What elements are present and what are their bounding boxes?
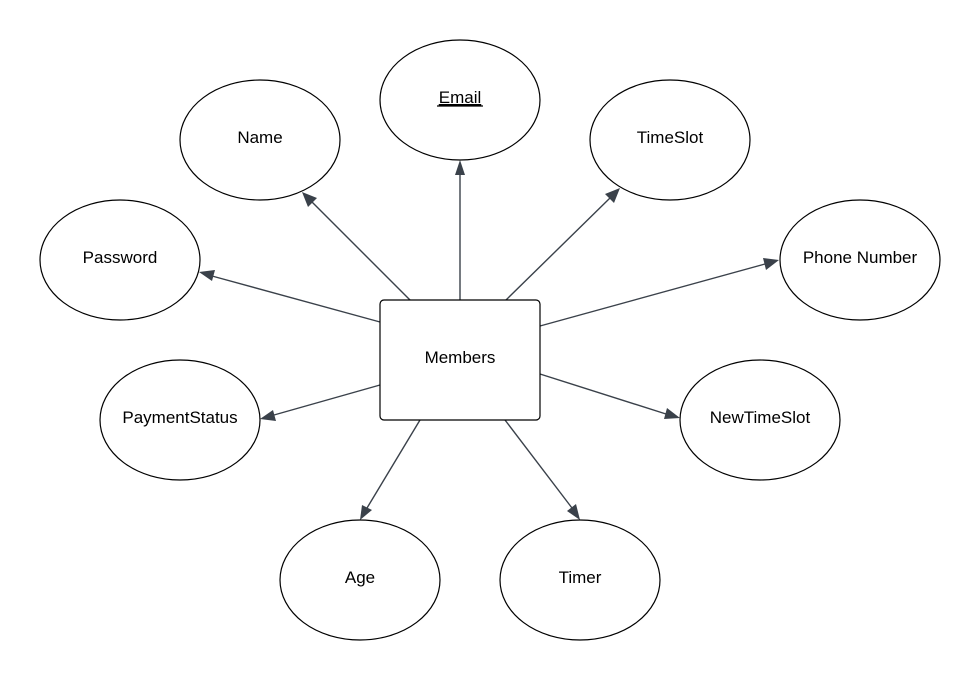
edge-members-age [360, 419, 421, 520]
edge-members-phone-number [539, 258, 779, 327]
attribute-name-label: Name [237, 128, 282, 147]
attribute-timer-label: Timer [559, 568, 602, 587]
edge-members-timeslot [505, 188, 620, 301]
edge-members-password [199, 270, 381, 323]
attribute-age[interactable]: Age [279, 519, 441, 641]
attribute-timeslot[interactable]: TimeSlot [589, 79, 751, 201]
edge-members-new-timeslot [539, 373, 680, 419]
entity-members[interactable]: Members [379, 299, 541, 421]
edge-members-timer [504, 419, 580, 520]
edge-members-email [455, 160, 465, 300]
attribute-timer[interactable]: Timer [499, 519, 661, 641]
attribute-phone-number[interactable]: Phone Number [779, 199, 941, 321]
edges [199, 160, 779, 520]
attribute-email-label: Email [439, 88, 482, 107]
attribute-name[interactable]: Name [179, 79, 341, 201]
attribute-timeslot-label: TimeSlot [637, 128, 704, 147]
attribute-email[interactable]: Email [379, 39, 541, 161]
attribute-password-label: Password [83, 248, 158, 267]
edge-members-payment-status [260, 384, 381, 421]
attribute-payment-status-label: PaymentStatus [122, 408, 237, 427]
attribute-password[interactable]: Password [39, 199, 201, 321]
attribute-new-timeslot[interactable]: NewTimeSlot [679, 359, 841, 481]
attribute-payment-status[interactable]: PaymentStatus [99, 359, 261, 481]
attribute-phone-number-label: Phone Number [803, 248, 918, 267]
attribute-age-label: Age [345, 568, 375, 587]
entity-members-label: Members [425, 348, 496, 367]
attribute-new-timeslot-label: NewTimeSlot [710, 408, 811, 427]
edge-members-name [302, 192, 411, 301]
